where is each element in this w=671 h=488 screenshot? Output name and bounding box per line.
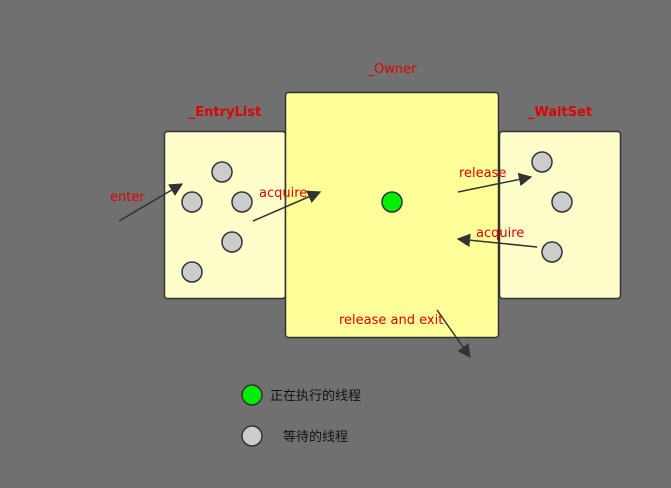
acquire-from-wait-label: acquire xyxy=(476,226,524,241)
acquire-from-entry-label: acquire xyxy=(259,186,307,201)
release-to-wait-arrow xyxy=(457,172,533,193)
entry-waiting-thread xyxy=(181,191,203,213)
release-and-exit-label: release and exit xyxy=(339,313,443,328)
enter-label: enter xyxy=(110,190,145,205)
wait-set-box xyxy=(498,130,622,300)
entry-list-title: _EntryList xyxy=(189,105,261,120)
entry-waiting-thread xyxy=(181,261,203,283)
owner-title: _Owner xyxy=(367,62,418,77)
release-and-exit-arrow xyxy=(436,309,471,359)
enter-arrow xyxy=(118,183,184,222)
entry-waiting-thread xyxy=(231,191,253,213)
wait-set-waiting-thread xyxy=(541,241,563,263)
owner-box xyxy=(284,91,500,339)
entry-waiting-thread xyxy=(211,161,233,183)
acquire-from-entry-arrow xyxy=(252,190,322,222)
wait-set-waiting-thread xyxy=(551,191,573,213)
release-to-wait-label: release xyxy=(459,166,506,181)
legend-waiting-thread-marker xyxy=(241,425,263,447)
legend-running-thread-marker xyxy=(241,384,263,406)
entry-waiting-thread xyxy=(221,231,243,253)
legend-waiting-label: 等待的线程 xyxy=(283,429,348,445)
legend: 正在执行的线程 等待的线程 xyxy=(241,384,361,447)
owner-running-thread xyxy=(381,191,403,213)
wait-set-title: _WaitSet xyxy=(528,105,592,120)
legend-running-label: 正在执行的线程 xyxy=(270,388,361,404)
acquire-from-wait-arrow xyxy=(456,233,538,248)
wait-set-waiting-thread xyxy=(531,151,553,173)
